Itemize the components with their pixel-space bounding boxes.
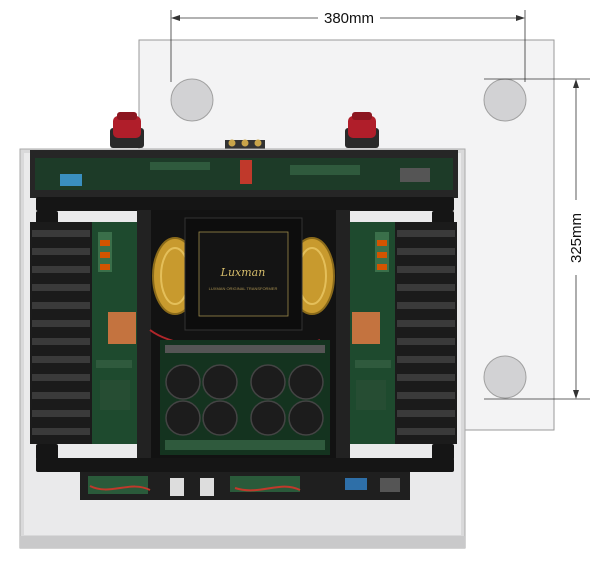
filter-capacitors [165, 364, 324, 436]
amplifier-chassis: Luxman LUXMAN ORIGINAL TRANSFORMER [19, 148, 466, 549]
amp-board-right [350, 222, 395, 444]
foot-top-right [483, 78, 527, 122]
front-control-board [80, 472, 410, 500]
foot-top-left [170, 78, 214, 122]
depth-dimension-label: 325mm [568, 213, 585, 263]
amp-board-left [92, 222, 137, 444]
width-dimension-label: 380mm [324, 10, 374, 27]
heatsink-left [30, 222, 92, 444]
input-jacks [225, 139, 265, 150]
width-dimension: 380mm [170, 10, 526, 82]
transformer-fine-print: LUXMAN ORIGINAL TRANSFORMER [209, 286, 278, 291]
speaker-terminal-left [110, 112, 144, 148]
heatsink-right [395, 222, 457, 444]
transformer-brand-label: Luxman [220, 266, 266, 279]
speaker-terminal-right [345, 112, 379, 148]
foot-bottom-right [483, 355, 527, 399]
depth-dimension: 325mm [484, 78, 590, 400]
power-transformer: Luxman LUXMAN ORIGINAL TRANSFORMER [152, 217, 335, 331]
